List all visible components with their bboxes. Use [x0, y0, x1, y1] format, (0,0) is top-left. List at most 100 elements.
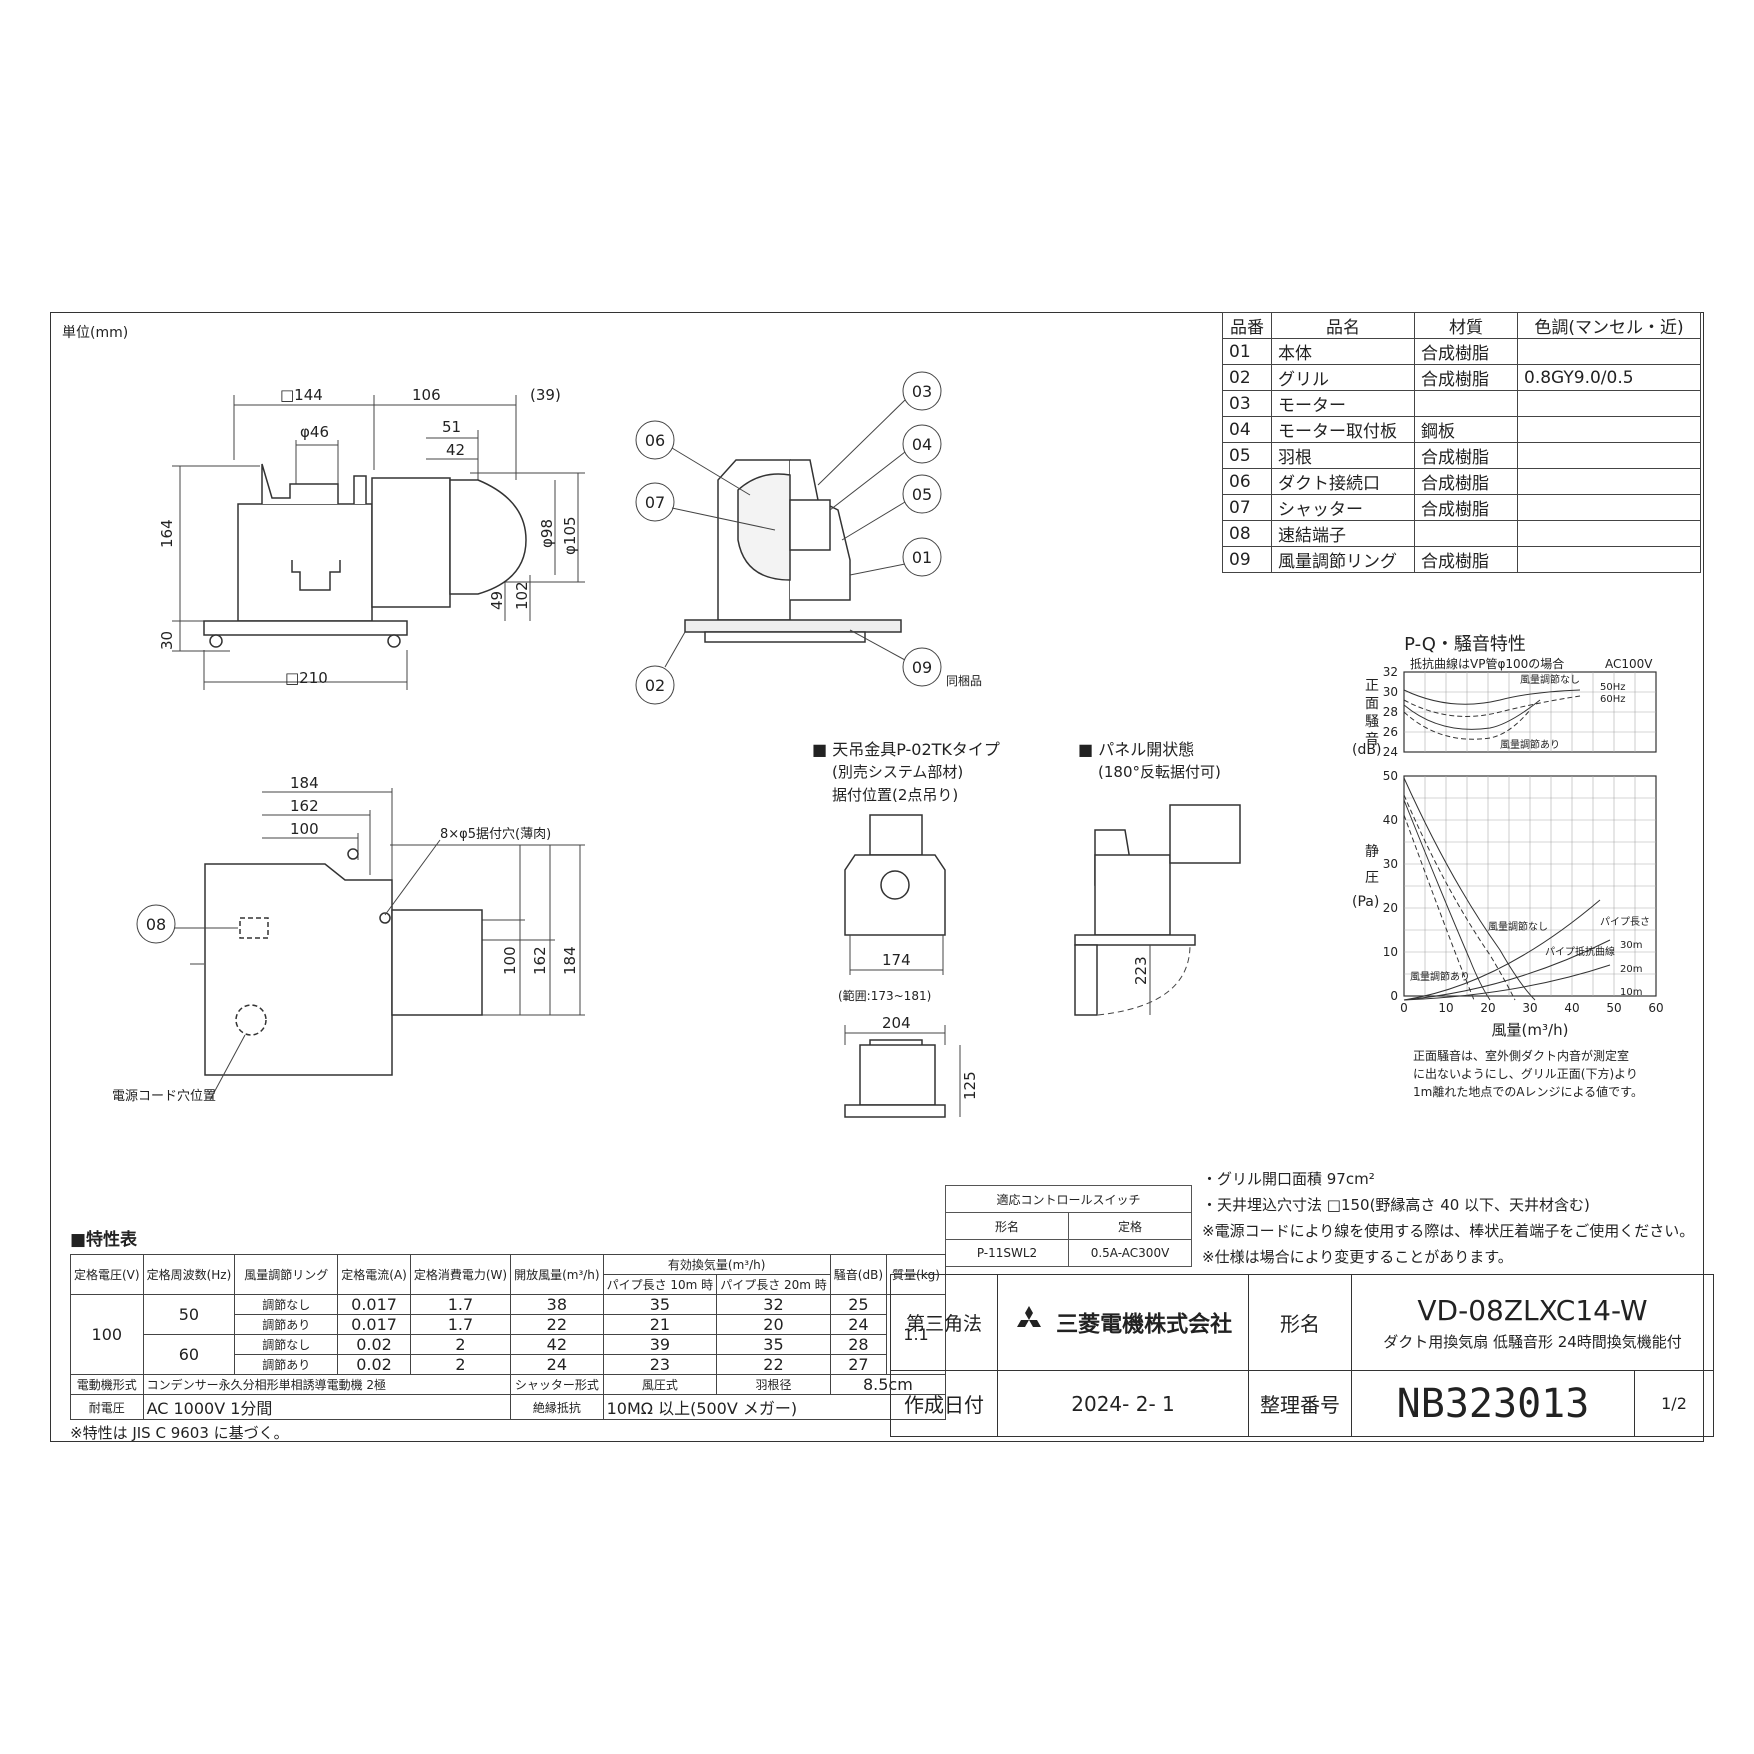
- cell: 調節なし: [234, 1294, 339, 1315]
- cs-model: P-11SWL2: [945, 1239, 1069, 1267]
- cell: 調節なし: [234, 1334, 339, 1355]
- cell: 合成樹脂: [1414, 546, 1518, 573]
- note-1: ・グリル開口面積 97cm²: [1202, 1170, 1375, 1188]
- cell: モーター取付板: [1271, 416, 1415, 443]
- pq-lbl-resist: パイプ抵抗曲線: [1545, 945, 1615, 958]
- dim-phi98: φ98: [538, 519, 556, 548]
- cell: 08: [1222, 520, 1272, 547]
- cell: 20: [716, 1314, 831, 1335]
- flow-tick: 60: [1648, 1001, 1663, 1015]
- cell: 28: [829, 1334, 888, 1355]
- dim-39: (39): [530, 386, 561, 404]
- control-switch-title: 適応コントロールスイッチ: [945, 1185, 1192, 1213]
- cell: 03: [1222, 390, 1272, 417]
- noise-grid: [1403, 671, 1657, 753]
- pressure-tick: 30: [1383, 857, 1398, 871]
- cell: モーター: [1271, 390, 1415, 417]
- noise-curve-no-adj-50: [1403, 695, 1581, 717]
- callout-02-label: 02: [645, 676, 665, 695]
- cell: 01: [1222, 338, 1272, 365]
- cell: 21: [602, 1314, 718, 1335]
- panel-open-drawing: 223: [1074, 804, 1241, 1016]
- callout-06: [635, 420, 675, 460]
- spec-h-current: 定格電流(A): [337, 1254, 411, 1295]
- tb-page: 1/2: [1634, 1370, 1714, 1437]
- cell: 23: [602, 1354, 718, 1375]
- spec-motor-value: コンデンサー永久分相形単相誘導電動機 2極: [142, 1374, 512, 1395]
- pq-curve-adj-50: [1403, 814, 1475, 1001]
- panel-dim-223: 223: [1132, 956, 1150, 985]
- hanger-title: ■ 天吊金具P-02TKタイプ: [812, 740, 1000, 759]
- cell: 0.02: [337, 1354, 411, 1375]
- cord-hole-note: 電源コード穴位置: [112, 1089, 216, 1104]
- cell: 05: [1222, 442, 1272, 469]
- spec-insul-label: 絶縁抵抗: [510, 1394, 604, 1420]
- dim-106: 106: [412, 386, 441, 404]
- callout-03: [902, 371, 942, 411]
- cell: 22: [716, 1354, 831, 1375]
- cell: 35: [716, 1334, 831, 1355]
- cell: 合成樹脂: [1414, 338, 1518, 365]
- dim-184-h: 184: [290, 774, 319, 792]
- flow-tick: 20: [1480, 1001, 1495, 1015]
- cell: 24: [510, 1354, 604, 1375]
- pq-chart-subtitle: 抵抗曲線はVP管φ100の場合: [1410, 656, 1564, 671]
- flow-tick: 10: [1438, 1001, 1453, 1015]
- cell: 合成樹脂: [1414, 494, 1518, 521]
- parts-header-color: 色調(マンセル・近): [1517, 312, 1701, 339]
- cell: 羽根: [1271, 442, 1415, 469]
- pressure-label-2: 圧: [1365, 870, 1379, 886]
- noise-tick: 26: [1383, 725, 1398, 739]
- flow-tick: 0: [1400, 1001, 1408, 1015]
- parts-header-no: 品番: [1222, 312, 1272, 339]
- spec-h-power: 定格消費電力(W): [409, 1254, 512, 1295]
- dim-210: □210: [285, 669, 328, 687]
- cell: [1517, 546, 1701, 573]
- panel-line2: (180°反転据付可): [1098, 763, 1221, 781]
- callout-06-label: 06: [645, 431, 665, 450]
- cell: 本体: [1271, 338, 1415, 365]
- cell: 1.7: [409, 1294, 512, 1315]
- dim-102: 102: [513, 581, 531, 610]
- cell: 2: [409, 1354, 512, 1375]
- tb-company-name: 三菱電機株式会社: [1056, 1312, 1233, 1338]
- pq-lbl-20m: 20m: [1620, 964, 1642, 975]
- pq-lbl-10m: 10m: [1620, 987, 1642, 998]
- resist-curve-20m: [1403, 939, 1611, 1001]
- cell: 鋼板: [1414, 416, 1518, 443]
- spec-row: 60 調節なし 0.02 2 42 39 35 28: [71, 1334, 946, 1375]
- pressure-tick: 20: [1383, 901, 1398, 915]
- dim-phi105: φ105: [561, 516, 579, 555]
- noise-label-4: 音: [1365, 731, 1379, 748]
- note-3: ※電源コードにより線を使用する際は、棒状圧着端子をご使用ください。: [1202, 1222, 1695, 1240]
- cell: 合成樹脂: [1414, 468, 1518, 495]
- parts-header-material: 材質: [1414, 312, 1518, 339]
- spec-h-noise: 騒音(dB): [829, 1254, 888, 1295]
- pressure-tick: 0: [1390, 989, 1398, 1003]
- dim-162-v: 162: [531, 946, 549, 975]
- cell: 調節あり: [234, 1354, 339, 1375]
- spec-h-eff: 有効換気量(m³/h): [602, 1254, 831, 1275]
- callout-01-label: 01: [912, 548, 932, 567]
- noise-tick: 24: [1383, 745, 1398, 759]
- parts-header: 品番 品名 材質 色調(マンセル・近): [1222, 312, 1701, 339]
- callout-05-label: 05: [912, 485, 932, 504]
- drawing-sheet: [50, 312, 1704, 1442]
- spec-row: 100 50 調節なし 0.017 1.7 38 35 32 25 1.1: [70, 1294, 946, 1375]
- callout-09: [902, 647, 942, 687]
- tb-model-number: VD-08ZLXC14-W: [1417, 1293, 1648, 1327]
- pq-chart-title: P-Q・騒音特性: [1404, 634, 1526, 655]
- pressure-grid: [1403, 775, 1657, 997]
- spec-footnote: ※特性は JIS C 9603 に基づく。: [70, 1424, 289, 1442]
- pq-curve-adj-60: [1403, 799, 1491, 1001]
- callout-04: [902, 424, 942, 464]
- callout-05: [902, 474, 942, 514]
- noise-tick: 30: [1383, 685, 1398, 699]
- spec-voltage: 100: [70, 1294, 144, 1375]
